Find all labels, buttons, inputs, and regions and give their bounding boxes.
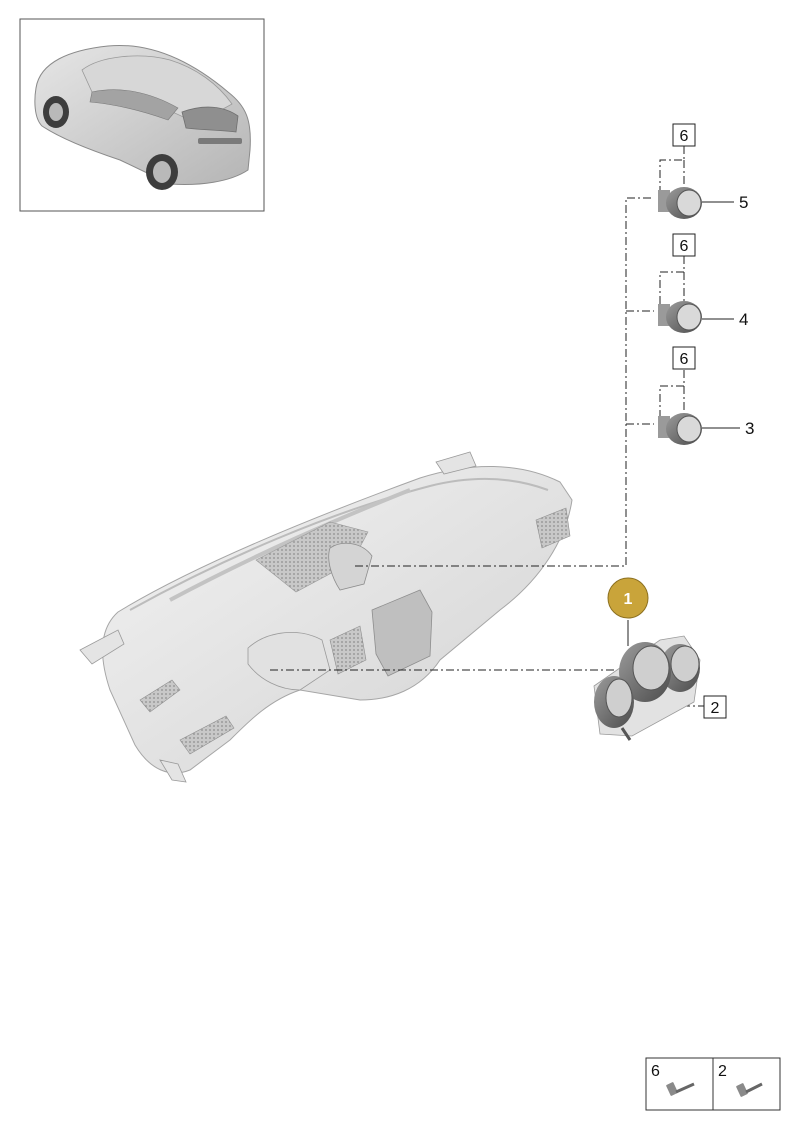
dashboard-bracket-top [435, 451, 477, 475]
leader-screw-low [659, 370, 685, 420]
fastener-legend: 6 2 [645, 1057, 781, 1111]
dashboard-center-vent [329, 625, 367, 675]
car-front-rim [49, 103, 63, 121]
leader-dashboard-to-gauges [355, 197, 654, 567]
cluster-dial-center-face [632, 645, 670, 691]
callout-5-label: 5 [739, 193, 748, 212]
dashboard-defrost-slot [169, 488, 411, 602]
cluster-dial-left-face [605, 678, 633, 718]
gauge-face [676, 303, 702, 331]
dashboard-assembly [79, 451, 573, 783]
dashboard-bracket-bottom [159, 759, 187, 783]
car-rear-window [181, 106, 239, 133]
dashboard-panel [102, 465, 573, 774]
leader-screw-mid [659, 256, 685, 308]
gauge-part-3 [658, 413, 702, 445]
car-side-window [89, 89, 179, 121]
callout-3-label: 3 [745, 419, 754, 438]
car-rear-rim [153, 161, 171, 183]
callout-box-6-mid-label: 6 [680, 238, 689, 255]
dashboard-bracket-left [79, 629, 125, 665]
dashdot-leaders [270, 146, 704, 707]
callout-box-6-mid: 6 [672, 233, 696, 257]
callout-badge-1: 1 [607, 577, 649, 619]
callout-badge-1-label: 1 [624, 591, 633, 608]
callout-4-label: 4 [739, 310, 748, 329]
screw-left-icon [666, 1082, 695, 1096]
legend-right-label: 2 [718, 1063, 727, 1080]
dashboard-lower-vent [179, 715, 235, 755]
dashboard-left-vent [139, 679, 181, 713]
callout-box-2-label: 2 [711, 700, 720, 717]
callout-box-6-low-label: 6 [680, 351, 689, 368]
callout-box-6-low: 6 [672, 346, 696, 370]
vehicle-thumbnail [19, 18, 265, 212]
screw-right-icon [736, 1082, 763, 1097]
dashboard-center-screen [371, 589, 433, 677]
solid-leaders [627, 201, 740, 646]
callout-box-6-top: 6 [672, 123, 696, 147]
instrument-cluster [593, 635, 701, 741]
car-tail-light [198, 138, 242, 144]
leader-screw-top [659, 146, 685, 196]
gauge-part-5 [658, 187, 702, 219]
dashboard-right-vent [535, 507, 571, 549]
dashboard-instrument-hood [247, 632, 331, 691]
dashboard-clock-pod [328, 542, 373, 591]
cluster-dial-right-face [670, 645, 700, 683]
legend-left-label: 6 [651, 1063, 660, 1080]
gauge-part-4 [658, 301, 702, 333]
callout-box-2: 2 [703, 695, 727, 719]
callout-box-6-top-label: 6 [680, 128, 689, 145]
gauge-face [676, 415, 702, 443]
cluster-connector [620, 727, 632, 741]
gauge-face [676, 189, 702, 217]
